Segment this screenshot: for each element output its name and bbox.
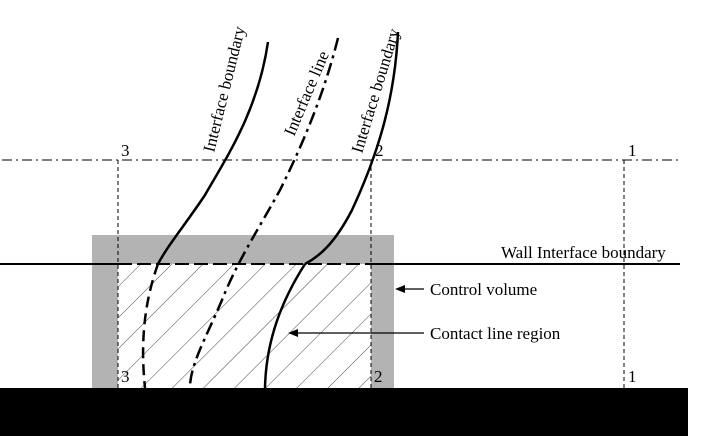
station-label-bottom-1: 1 — [628, 367, 637, 386]
station-label-bottom-2: 2 — [374, 367, 383, 386]
contact-line-region-hatch — [118, 264, 371, 388]
station-label-top-2: 2 — [375, 141, 384, 160]
label-control-volume: Control volume — [430, 280, 537, 299]
label-wall-interface-boundary: Wall Interface boundary — [501, 243, 666, 262]
label-interface-line: Interface line — [280, 48, 333, 138]
interface-line-curve — [188, 37, 340, 389]
wall-block — [0, 388, 688, 436]
contact-line-region-arrowhead — [288, 329, 298, 337]
label-interface-boundary-left: Interface boundary — [199, 24, 249, 154]
station-label-top-3: 3 — [121, 141, 130, 160]
control-volume-arrowhead — [395, 285, 405, 293]
interface-boundary-right-solid-lower — [263, 263, 307, 389]
interface-boundary-right-curve — [304, 31, 400, 266]
station-label-top-1: 1 — [628, 141, 637, 160]
label-interface-boundary-right: Interface boundary — [348, 26, 404, 155]
control-volume-band — [92, 235, 394, 388]
interface-boundary-left-dashed — [141, 263, 160, 389]
interface-boundary-left-curve — [156, 41, 270, 265]
station-label-bottom-3: 3 — [121, 367, 130, 386]
label-contact-line-region: Contact line region — [430, 324, 561, 343]
